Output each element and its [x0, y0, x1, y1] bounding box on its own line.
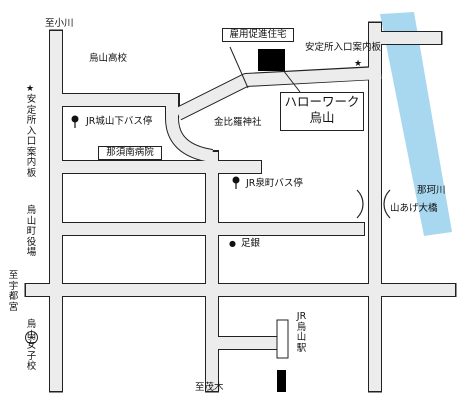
label-employment-housing: 雇用促進住宅: [222, 28, 294, 42]
bank-dot-icon: ●: [229, 239, 236, 248]
label-jr-izumicho-bus: JR泉町バス停: [246, 178, 303, 189]
label-jr-shiroyamashita-bus: JR城山下バス停: [86, 116, 153, 127]
label-job-info-right: 安定所入口案内板: [305, 42, 382, 53]
label-to-motegi: 至茂木: [195, 382, 224, 393]
label-hellowork-karasuyama: ハローワーク 烏山: [280, 92, 364, 131]
label-yamaage-bridge: 山あげ大橋: [390, 203, 438, 214]
label-job-info-left: 安定所入口案内板: [26, 94, 37, 179]
label-ashikaga-bank: 足銀: [241, 238, 261, 249]
label-jr-karasuyama-station: JR烏山駅: [296, 311, 307, 354]
label-nakagawa-river: 那珂川: [417, 185, 446, 196]
star-icon: ★: [354, 59, 363, 69]
hellowork-branch: 烏山: [309, 110, 335, 125]
station-building: [276, 319, 289, 359]
label-karasuyama-town-office: 烏山町役場: [26, 205, 37, 258]
bridge-bracket-left: [356, 189, 364, 219]
leader-line-hellowork: [282, 69, 301, 93]
star-icon: ★: [26, 84, 35, 94]
hellowork-building: [258, 49, 285, 71]
hellowork-name: ハローワーク: [284, 94, 360, 109]
bus-stop-pin-icon: [71, 115, 79, 128]
label-to-ogawa: 至小川: [45, 18, 74, 29]
bridge-bracket-right: [383, 189, 391, 219]
river-nakagawa: [380, 12, 452, 236]
bus-stop-pin-icon: [232, 176, 240, 189]
label-nasu-minami-hospital: 那須南病院: [98, 146, 162, 160]
leader-line-housing: [229, 46, 249, 89]
label-to-utsunomiya: 至宇都宮: [8, 270, 19, 313]
school-icon: 文: [25, 331, 38, 344]
label-konpira-shrine: 金比羅神社: [214, 117, 262, 128]
railway-track: [277, 370, 286, 392]
label-karasuyama-high: 烏山高校: [89, 53, 128, 64]
label-karasuyama-girls-high: 烏山女子校: [26, 319, 37, 372]
